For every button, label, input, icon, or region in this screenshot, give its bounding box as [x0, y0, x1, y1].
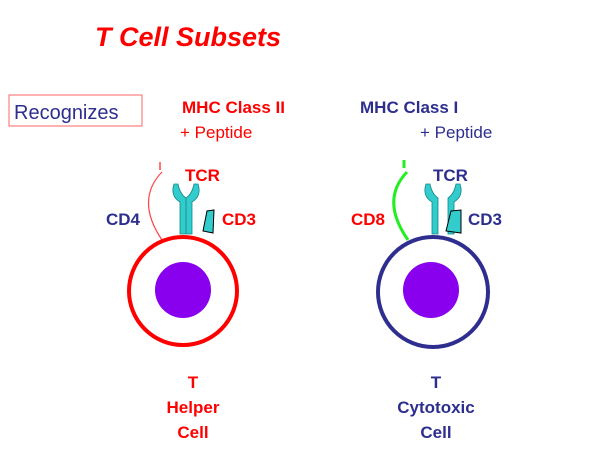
cytotoxic-tcr-label: TCR [433, 166, 468, 185]
cd4-label: CD4 [106, 210, 141, 229]
cytotoxic-mhc-label: MHC Class I [360, 98, 458, 117]
helper-tcr-shape [172, 183, 200, 235]
cytotoxic-name-line3: Cell [420, 423, 451, 442]
cytotoxic-nucleus [403, 262, 459, 318]
cytotoxic-peptide-label: + Peptide [420, 123, 492, 142]
helper-tcr-label: TCR [185, 166, 220, 185]
cd8-molecule [392, 170, 410, 241]
helper-cell-group: MHC Class II + Peptide TCR CD4 CD3 T Hel… [106, 98, 285, 442]
helper-peptide-label: + Peptide [180, 123, 252, 142]
helper-cd3-shape [202, 209, 215, 234]
cd4-molecule [148, 171, 163, 241]
cytotoxic-cell-group: MHC Class I + Peptide TCR CD8 CD3 T Cyto… [351, 98, 502, 442]
helper-mhc-label: MHC Class II [182, 98, 285, 117]
helper-name-line1: T [188, 373, 199, 392]
cytotoxic-cd3-shape [445, 209, 462, 234]
cytotoxic-name-line1: T [431, 373, 442, 392]
helper-name-line2: Helper [167, 398, 220, 417]
cytotoxic-cd3-label: CD3 [468, 210, 502, 229]
cytotoxic-name-line2: Cytotoxic [397, 398, 474, 417]
helper-nucleus [155, 262, 211, 318]
cd8-label: CD8 [351, 210, 385, 229]
helper-name-line3: Cell [177, 423, 208, 442]
recognizes-box [8, 94, 143, 127]
recognizes-label: Recognizes [14, 102, 119, 124]
helper-cd3-label: CD3 [222, 210, 256, 229]
page-title: T Cell Subsets [95, 22, 281, 52]
